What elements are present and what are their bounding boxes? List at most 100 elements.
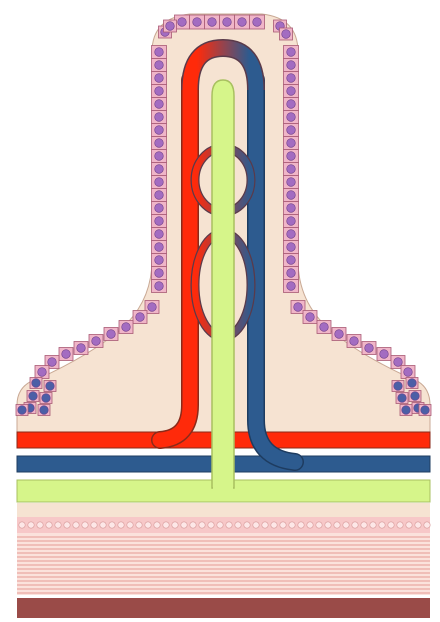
nucleus [287, 269, 296, 278]
serosa-band [17, 598, 430, 618]
nucleus [402, 406, 411, 415]
nucleus [107, 330, 116, 339]
epithelial-cell [284, 228, 299, 241]
nucleus [46, 382, 55, 391]
epithelial-cell [235, 15, 250, 29]
submucosa-cell [352, 522, 358, 528]
submucosa-cell [361, 522, 367, 528]
nucleus [287, 87, 296, 96]
epithelial-cell [284, 189, 299, 202]
nucleus [42, 394, 51, 403]
nucleus [287, 61, 296, 70]
muscularis-mucosae-band [17, 503, 430, 517]
nucleus [287, 217, 296, 226]
nucleus [411, 392, 420, 401]
nucleus [398, 394, 407, 403]
submucosa-cell [19, 522, 25, 528]
nucleus [155, 191, 164, 200]
nucleus [287, 139, 296, 148]
nucleus [306, 313, 315, 322]
nucleus [62, 350, 71, 359]
epithelial-cell [164, 20, 177, 32]
nucleus [287, 243, 296, 252]
epithelial-cell [332, 328, 346, 341]
submucosa-cell [154, 522, 160, 528]
submucosa-cell [163, 522, 169, 528]
submucosa-cell [424, 522, 430, 528]
nucleus [253, 18, 262, 27]
nucleus [193, 18, 202, 27]
nucleus [287, 230, 296, 239]
epithelial-cell [284, 72, 299, 85]
nucleus [38, 368, 47, 377]
nucleus [287, 74, 296, 83]
epithelial-cell [35, 366, 49, 379]
nucleus [155, 282, 164, 291]
epithelial-cell [284, 215, 299, 228]
submucosa-cell [55, 522, 61, 528]
epithelial-cell [250, 15, 265, 29]
submucosa-cell [190, 522, 196, 528]
epithelial-cell [284, 137, 299, 150]
epithelial-cell [152, 124, 167, 137]
submucosa-cell [415, 522, 421, 528]
nucleus [287, 204, 296, 213]
nucleus [287, 191, 296, 200]
epithelial-cell [152, 137, 167, 150]
muscle-fibers [17, 537, 430, 593]
epithelial-cell [284, 150, 299, 163]
nucleus [155, 152, 164, 161]
epithelial-cell [190, 15, 205, 29]
nucleus [155, 113, 164, 122]
nucleus [155, 269, 164, 278]
epithelial-cell [40, 393, 52, 404]
submucosa-cell [82, 522, 88, 528]
submucosa-cell [397, 522, 403, 528]
submucosa-cell [127, 522, 133, 528]
nucleus [287, 48, 296, 57]
submucosa-cell [316, 522, 322, 528]
submucosa-cell [379, 522, 385, 528]
nucleus [380, 350, 389, 359]
submucosa-cell [208, 522, 214, 528]
epithelial-cell [392, 381, 404, 392]
submucosa-cell [262, 522, 268, 528]
epithelial-cell [401, 366, 415, 379]
nucleus [155, 87, 164, 96]
epithelial-cell [119, 321, 133, 334]
epithelial-cell [377, 348, 391, 361]
nucleus [48, 358, 57, 367]
submucosa-cell [172, 522, 178, 528]
epithelial-cell [152, 85, 167, 98]
epithelial-cell [152, 98, 167, 111]
nucleus [40, 406, 49, 415]
nucleus [92, 337, 101, 346]
nucleus [32, 379, 41, 388]
nucleus [394, 358, 403, 367]
submucosa-cell [307, 522, 313, 528]
epithelial-cell [152, 150, 167, 163]
epithelial-cell [220, 15, 235, 29]
epithelial-cell [280, 28, 293, 40]
submucosa-cell [298, 522, 304, 528]
epithelial-cell [284, 111, 299, 124]
epithelial-cell [284, 124, 299, 137]
epithelial-cell [152, 215, 167, 228]
submucosa-cell [370, 522, 376, 528]
nucleus [287, 256, 296, 265]
epithelial-cell [16, 405, 28, 416]
nucleus [421, 406, 430, 415]
epithelial-cell [38, 405, 50, 416]
nucleus [287, 282, 296, 291]
epithelial-cell [419, 405, 431, 416]
submucosa-cell [118, 522, 124, 528]
nucleus [238, 18, 247, 27]
submucosa-cell [145, 522, 151, 528]
epithelial-cell [284, 254, 299, 267]
nucleus [122, 323, 131, 332]
epithelial-cell [205, 15, 220, 29]
epithelial-cell [152, 111, 167, 124]
nucleus [155, 74, 164, 83]
